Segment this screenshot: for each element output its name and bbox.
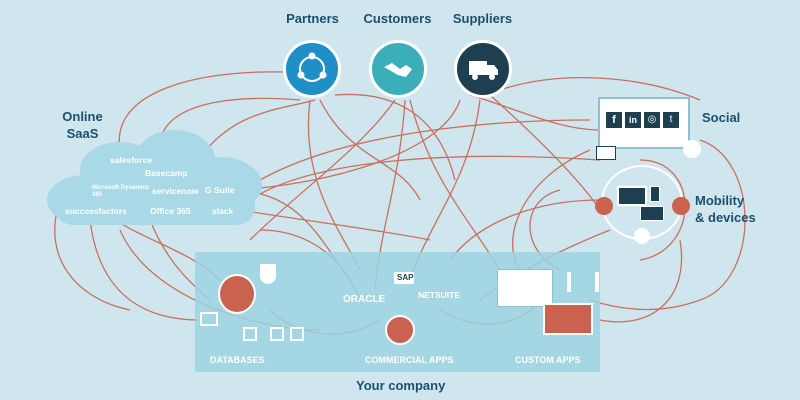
successfactors-logo: successfactors: [65, 206, 127, 216]
database-icon: [218, 274, 256, 314]
sync-icon: [634, 228, 650, 244]
sap-badge: SAP: [394, 272, 414, 284]
people-network-icon: [297, 52, 327, 82]
servicenow-logo: servicenow: [152, 186, 199, 196]
monitor-small-icon-4: [290, 327, 304, 341]
laptop-icon: [640, 206, 664, 221]
suppliers-group: Suppliers: [440, 10, 525, 27]
saas-label: SaaS: [66, 126, 99, 141]
twitter-icon[interactable]: t: [663, 112, 679, 128]
facebook-icon[interactable]: f: [606, 112, 622, 128]
partners-circle[interactable]: [283, 40, 341, 98]
linkedin-icon[interactable]: in: [625, 112, 641, 128]
gear-icon: [385, 315, 415, 345]
partners-group: Partners: [270, 10, 355, 27]
chat-bubble-icon: [596, 146, 616, 160]
refresh-app-icon: [543, 303, 593, 335]
apple-icon: [672, 197, 690, 215]
salesforce-logo: salesforce: [110, 155, 153, 165]
online-label: Online: [62, 109, 103, 124]
app-window-1: [497, 269, 553, 307]
delivery-truck-icon: [469, 61, 498, 80]
suppliers-circle[interactable]: [454, 40, 512, 98]
partners-label: Partners: [286, 11, 339, 26]
instagram-icon[interactable]: ◎: [644, 112, 660, 128]
handshake-icon: [384, 63, 412, 77]
play-icon: [595, 197, 613, 215]
dynamics-logo: Microsoft Dynamics 365: [92, 185, 150, 198]
basecamp-logo: Basecamp: [145, 168, 188, 178]
monitor-small-icon: [200, 312, 218, 326]
monitor-icon: [617, 186, 647, 206]
suppliers-label: Suppliers: [452, 11, 513, 26]
customers-group: Customers: [355, 10, 440, 27]
oracle-logo: ORACLE: [343, 294, 386, 305]
shield-icon: [260, 264, 276, 284]
social-window: f in ◎ t: [598, 97, 690, 149]
phone-icon: [650, 186, 660, 202]
gsuite-logo: G Suite: [205, 185, 235, 195]
monitor-small-icon-2: [243, 327, 257, 341]
social-label: Social: [702, 110, 741, 125]
devices-label: & devices: [695, 210, 756, 225]
mobility-label: Mobility: [695, 193, 745, 208]
notification-badge-icon: [683, 140, 701, 158]
customers-label: Customers: [363, 11, 432, 26]
sap-logo: SAP: [397, 273, 414, 282]
commercial-apps-label: COMMERCIAL APPS: [365, 355, 454, 365]
custom-apps-label: CUSTOM APPS: [515, 355, 581, 365]
customers-circle[interactable]: [369, 40, 427, 98]
databases-label: DATABASES: [210, 355, 265, 365]
monitor-small-icon-3: [270, 327, 284, 341]
slack-logo: slack: [212, 206, 234, 216]
netsuite-logo: NETSUITE: [418, 290, 461, 300]
bar-chart-icon: [567, 272, 599, 292]
office365-logo: Office 365: [150, 206, 191, 216]
your-company-label: Your company: [356, 378, 446, 393]
